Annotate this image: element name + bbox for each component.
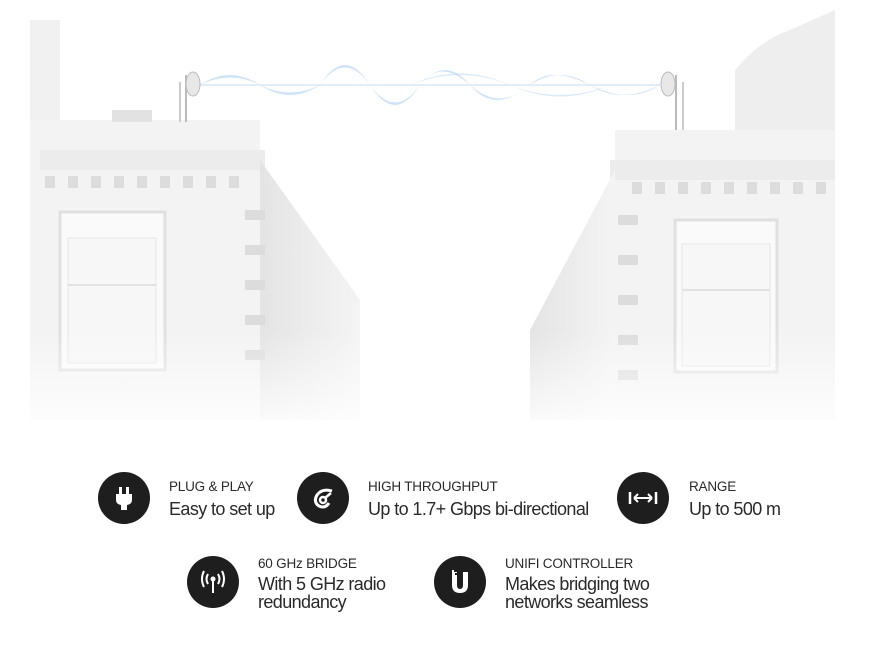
unifi-logo-icon xyxy=(452,570,468,593)
60ghz-bridge-icon-badge xyxy=(187,556,239,608)
feature-high-throughput: HIGH THROUGHPUT Up to 1.7+ Gbps bi-direc… xyxy=(368,479,589,518)
feature-60ghz-bridge: 60 GHz BRIDGE With 5 GHz radio redundanc… xyxy=(258,556,386,612)
speedometer-icon xyxy=(313,488,333,509)
feature-description-line-1: With 5 GHz radio xyxy=(258,574,386,594)
feature-description-line-1: Makes bridging two xyxy=(505,574,650,594)
range-icon-badge xyxy=(617,472,669,524)
buildings-illustration xyxy=(0,0,892,440)
feature-range: RANGE Up to 500 m xyxy=(689,479,781,519)
feature-plug-and-play: PLUG & PLAY Easy to set up xyxy=(169,479,275,518)
feature-description-line-2: redundancy xyxy=(258,592,347,612)
high-throughput-icon-badge xyxy=(297,472,349,524)
feature-title: 60 GHz BRIDGE xyxy=(258,556,357,571)
plug-and-play-icon-badge xyxy=(98,472,150,524)
feature-title: UNIFI CONTROLLER xyxy=(505,556,634,571)
feature-description: Easy to set up xyxy=(169,499,275,519)
plug-icon xyxy=(116,487,132,510)
feature-description: Up to 500 m xyxy=(689,499,781,519)
feature-description: Up to 1.7+ Gbps bi-directional xyxy=(368,499,589,519)
feature-title: RANGE xyxy=(689,479,737,494)
range-arrows-icon xyxy=(628,492,658,504)
feature-description-line-2: networks seamless xyxy=(505,592,648,612)
unifi-controller-icon-badge xyxy=(434,556,486,608)
antenna-signal-icon xyxy=(201,570,225,593)
feature-unifi-controller: UNIFI CONTROLLER Makes bridging two netw… xyxy=(505,556,650,612)
feature-title: HIGH THROUGHPUT xyxy=(368,479,498,494)
feature-title: PLUG & PLAY xyxy=(169,479,254,494)
